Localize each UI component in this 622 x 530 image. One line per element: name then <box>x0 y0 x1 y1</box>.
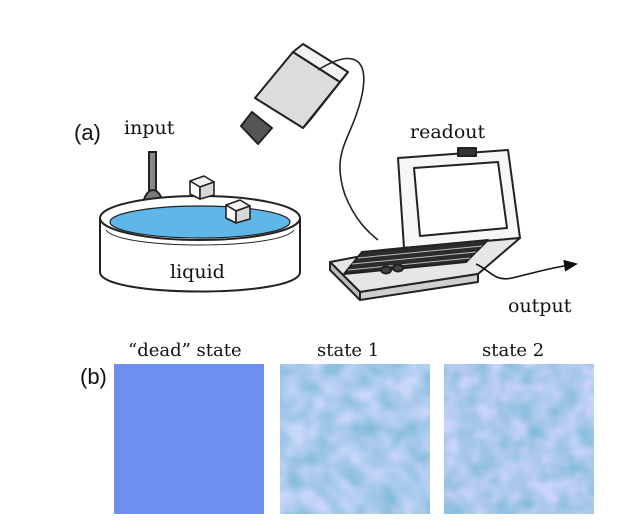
output-arrow <box>475 259 578 280</box>
cube-icon <box>225 199 251 224</box>
camera-cable <box>317 57 379 241</box>
liquid-label: liquid <box>170 261 225 283</box>
state-caption-1: state 1 <box>317 340 379 361</box>
panel-b-label: (b) <box>80 364 107 389</box>
panel-a-label: (a) <box>74 120 101 145</box>
input-label: input <box>124 117 175 139</box>
output-label: output <box>508 295 572 317</box>
laptop-icon <box>329 147 521 301</box>
state-2-image <box>444 364 594 514</box>
dead-state-image <box>114 364 264 514</box>
state-caption-2: state 2 <box>482 340 544 361</box>
readout-label: readout <box>410 121 485 143</box>
state-caption-dead: “dead” state <box>128 340 242 361</box>
cube-icon <box>189 175 215 200</box>
camera-icon <box>240 43 349 145</box>
state-1-image <box>280 364 430 514</box>
liquid-bowl <box>99 195 301 293</box>
